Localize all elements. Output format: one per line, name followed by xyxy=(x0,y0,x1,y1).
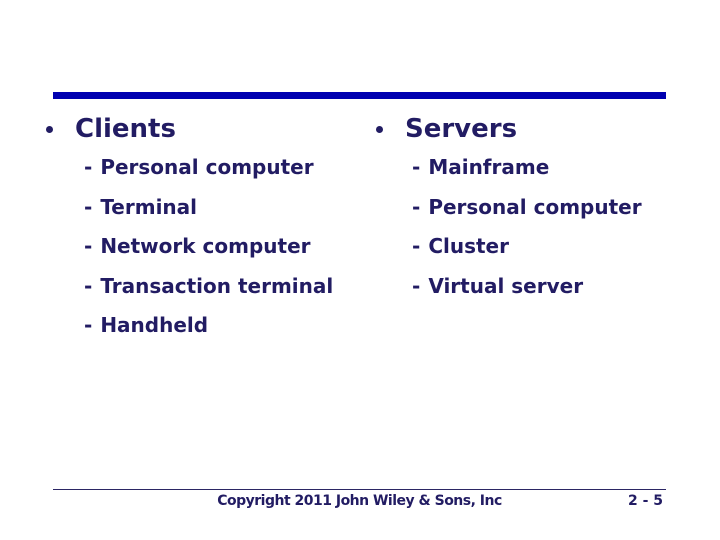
item-label: Handheld xyxy=(100,313,209,337)
clients-item-list: - Personal computer - Terminal - Network… xyxy=(84,148,333,346)
item-label: Virtual server xyxy=(428,273,584,298)
item-label: Transaction terminal xyxy=(100,273,334,298)
title-underline-bar xyxy=(53,92,666,99)
item-dash: - xyxy=(412,155,421,179)
list-item: - Personal computer xyxy=(412,188,642,228)
item-dash: - xyxy=(84,194,93,219)
item-label: Personal computer xyxy=(100,155,314,179)
item-label: Network computer xyxy=(100,234,311,258)
item-dash: - xyxy=(412,194,421,219)
list-item: - Handheld xyxy=(84,306,333,346)
item-label: Personal computer xyxy=(428,194,642,219)
list-item: - Personal computer xyxy=(84,148,333,188)
item-label: Terminal xyxy=(100,194,198,219)
bullet-icon xyxy=(46,126,53,133)
item-label: Cluster xyxy=(428,234,509,258)
item-dash: - xyxy=(84,234,93,258)
bullet-icon xyxy=(376,126,383,133)
item-dash: - xyxy=(84,273,93,298)
servers-item-list: - Mainframe - Personal computer - Cluste… xyxy=(412,148,642,306)
list-item: - Cluster xyxy=(412,227,642,267)
item-dash: - xyxy=(412,273,421,298)
servers-heading: Servers xyxy=(376,114,517,144)
item-label: Mainframe xyxy=(428,155,550,179)
item-dash: - xyxy=(84,155,93,179)
page-number: 2 - 5 xyxy=(628,493,664,509)
list-item: - Mainframe xyxy=(412,148,642,188)
servers-heading-label: Servers xyxy=(405,114,518,144)
list-item: - Terminal xyxy=(84,188,333,228)
clients-heading: Clients xyxy=(46,114,176,144)
item-dash: - xyxy=(84,313,93,337)
clients-heading-label: Clients xyxy=(75,114,176,144)
footer-divider xyxy=(53,489,666,490)
list-item: - Virtual server xyxy=(412,267,642,307)
list-item: - Transaction terminal xyxy=(84,267,333,307)
copyright-text: Copyright 2011 John Wiley & Sons, Inc xyxy=(217,493,502,509)
item-dash: - xyxy=(412,234,421,258)
list-item: - Network computer xyxy=(84,227,333,267)
